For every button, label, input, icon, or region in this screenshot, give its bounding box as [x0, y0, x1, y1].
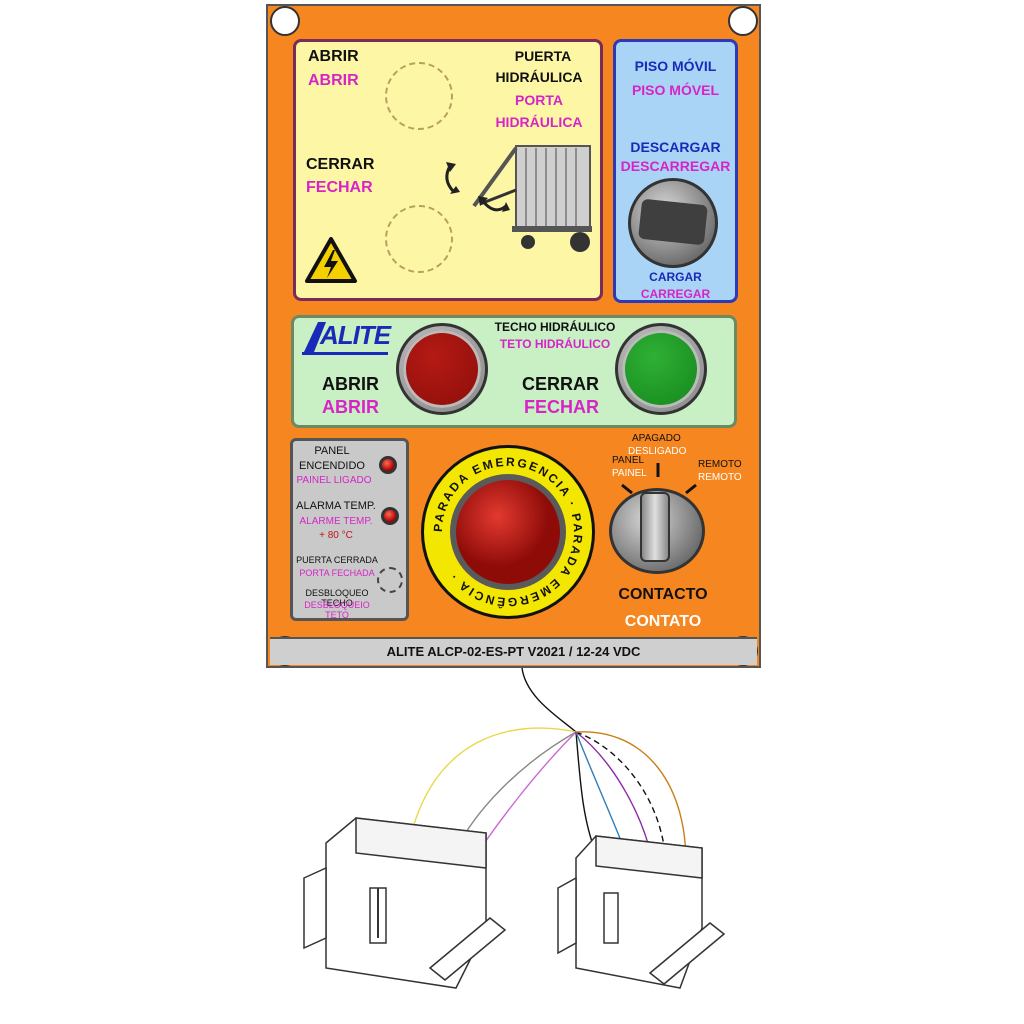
door-closed-indicator	[377, 567, 403, 593]
floor-knob-handle[interactable]	[638, 198, 708, 246]
corner-hole	[728, 6, 758, 36]
floor-title-pt: PISO MÓVEL	[631, 82, 720, 98]
contact-title-pt: CONTATO	[624, 613, 702, 630]
door-title-pt-1: PORTA	[515, 92, 563, 108]
temp-alarm-led	[381, 507, 399, 525]
door-open-label-es: ABRIR	[308, 48, 359, 65]
connector-right	[557, 835, 726, 989]
roof-close-label-pt: FECHAR	[524, 397, 599, 417]
contact-remote-label-es: REMOTO	[698, 459, 742, 470]
roof-open-button[interactable]	[403, 330, 481, 408]
roof-unlock-label-pt: DESBLOQUEIO TETO	[304, 600, 370, 620]
door-open-button[interactable]	[385, 62, 453, 130]
floor-load-pt: CARREGAR	[640, 287, 711, 301]
contact-off-label-es: APAGADO	[632, 433, 681, 444]
connector-left	[303, 817, 507, 989]
door-closed-label-pt: PORTA FECHADA	[299, 568, 375, 578]
door-open-label-pt: ABRIR	[308, 72, 359, 89]
roof-open-label-es: ABRIR	[322, 374, 379, 394]
contact-title-es: CONTACTO	[618, 586, 708, 603]
roof-open-label-pt: ABRIR	[322, 397, 379, 417]
emergency-stop-button[interactable]	[456, 480, 560, 584]
door-close-label-es: CERRAR	[306, 156, 375, 173]
contact-key-handle[interactable]	[640, 492, 670, 562]
panel-on-led	[379, 456, 397, 474]
temp-alarm-label-es: ALARMA TEMP.	[296, 500, 376, 512]
roof-close-label-es: CERRAR	[522, 374, 600, 394]
corner-hole	[270, 6, 300, 36]
roof-title-es: TECHO HIDRÁULICO	[494, 320, 616, 334]
door-title-pt-2: HIDRÁULICA	[495, 114, 583, 130]
door-closed-label-es: PUERTA CERRADA	[296, 555, 378, 565]
door-title-es-2: HIDRÁULICA	[495, 69, 583, 85]
alite-logo-text: ALITE	[320, 320, 391, 350]
temp-alarm-threshold: + 80 °C	[319, 530, 353, 541]
wiring-diagram	[303, 668, 726, 989]
contact-position-ticks	[621, 463, 697, 495]
emergency-stop: PARADA EMERGENCIA · PARADA EMERGÊNCIA ·	[421, 445, 595, 619]
alite-logo: ALITE	[300, 318, 392, 358]
contact-remote-label-pt: REMOTO	[698, 472, 742, 483]
contact-panel-label-es: PANEL	[612, 455, 645, 466]
panel-on-label-es-2: ENCENDIDO	[298, 460, 365, 472]
contact-panel-label-pt: PAINEL	[612, 468, 647, 479]
high-voltage-warning-icon	[305, 237, 357, 283]
roof-close-button[interactable]	[622, 330, 700, 408]
floor-unload-pt: DESCARREGAR	[620, 158, 731, 174]
roof-unlock-label-es: DESBLOQUEO TECHO	[305, 588, 369, 608]
contact-off-label-pt: DESLIGADO	[628, 446, 687, 457]
door-title-es-1: PUERTA	[514, 48, 572, 64]
temp-alarm-label-pt: ALARME TEMP.	[299, 516, 373, 527]
floor-title-es: PISO MÓVIL	[634, 58, 717, 74]
door-close-label-pt: FECHAR	[306, 179, 373, 196]
panel-on-label-pt: PAINEL LIGADO	[296, 475, 372, 486]
floor-unload-es: DESCARGAR	[630, 139, 721, 155]
truck-door-icon	[445, 145, 592, 252]
floor-load-es: CARGAR	[649, 270, 702, 284]
panel-on-label-es-1: PANEL	[314, 445, 350, 457]
model-footer: ALITE ALCP-02-ES-PT V2021 / 12-24 VDC	[270, 637, 757, 665]
door-close-button[interactable]	[385, 205, 453, 273]
roof-title-pt: TETO HIDRÁULICO	[499, 337, 611, 351]
